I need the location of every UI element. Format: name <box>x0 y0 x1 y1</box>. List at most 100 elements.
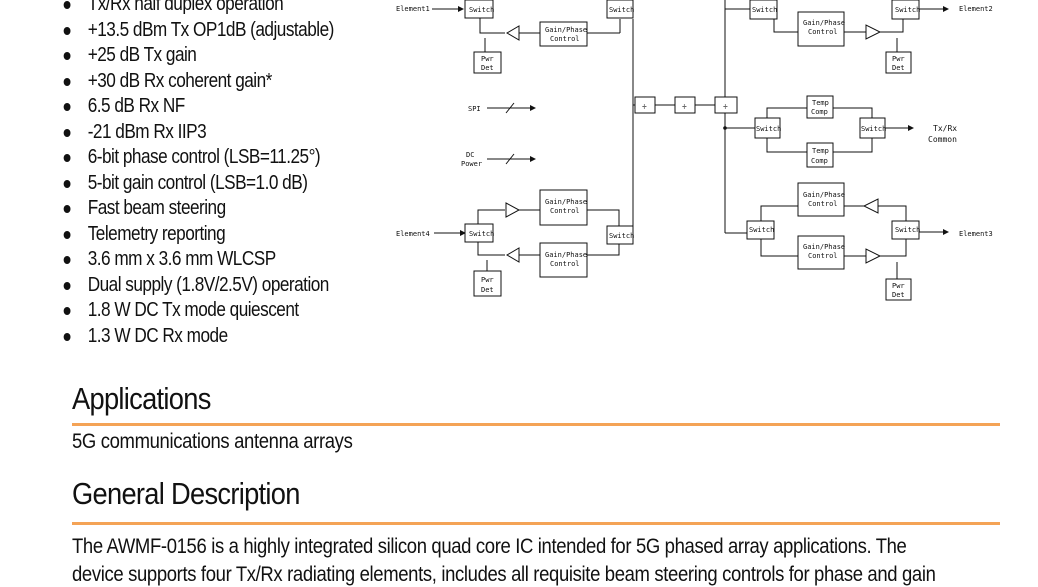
divider-icon: ÷ <box>723 102 728 111</box>
feature-item: 6.5 dB Rx NF <box>0 94 334 120</box>
junction-dot <box>723 126 727 130</box>
label-switch: Switch <box>609 6 634 14</box>
feature-text: -21 dBm Rx IIP3 <box>87 120 207 143</box>
label-control: Control <box>808 28 838 36</box>
label-pwr: Pwr <box>481 55 494 63</box>
bullet-icon <box>63 179 71 188</box>
feature-item: Dual supply (1.8V/2.5V) operation <box>0 273 334 299</box>
feature-text: +13.5 dBm Tx OP1dB (adjustable) <box>87 18 335 41</box>
label-control: Control <box>550 260 580 268</box>
feature-text: +25 dB Tx gain <box>87 44 197 66</box>
label-switch: Switch <box>895 6 920 14</box>
label-gain-phase: Gain/Phase <box>545 198 587 206</box>
label-det: Det <box>892 291 905 299</box>
rx-amplifier-icon-4 <box>506 247 520 263</box>
feature-list: Tx/Rx half duplex operation +13.5 dBm Tx … <box>0 0 388 349</box>
tx-amplifier-icon-3 <box>865 248 882 264</box>
bullet-icon <box>63 205 71 213</box>
feature-text: 6-bit phase control (LSB=11.25°) <box>87 146 321 168</box>
label-power: Power <box>461 160 482 168</box>
label-dc: DC <box>466 151 474 159</box>
label-element3: Element3 <box>959 230 993 238</box>
label-pwr: Pwr <box>892 282 905 290</box>
bullet-icon <box>63 230 71 239</box>
label-switch: Switch <box>469 230 494 238</box>
label-det: Det <box>481 64 494 72</box>
feature-text: Telemetry reporting <box>87 222 226 245</box>
label-gain-phase: Gain/Phase <box>803 243 845 251</box>
label-comp: Comp <box>811 157 828 165</box>
label-switch: Switch <box>861 125 886 133</box>
diagram-labels: Element1 Element4 Element2 Element3 Swit… <box>396 5 993 299</box>
feature-item: Fast beam steering <box>0 196 334 222</box>
feature-item: 6-bit phase control (LSB=11.25°) <box>0 145 334 171</box>
label-det: Det <box>892 64 905 72</box>
feature-text: 3.6 mm x 3.6 mm WLCSP <box>87 248 276 270</box>
label-element1: Element1 <box>396 5 430 13</box>
amplifier-triangles <box>505 24 882 264</box>
bullet-icon <box>63 128 71 137</box>
label-switch: Switch <box>756 125 781 133</box>
feature-text: Fast beam steering <box>87 197 226 219</box>
bullet-icon <box>63 154 71 162</box>
label-control: Control <box>808 252 838 260</box>
bullet-icon <box>63 26 71 35</box>
label-temp: Temp <box>812 147 829 155</box>
rx-amplifier-icon-1 <box>506 25 520 41</box>
feature-item: 3.6 mm x 3.6 mm WLCSP <box>0 247 334 273</box>
label-switch: Switch <box>609 232 634 240</box>
feature-item: -21 dBm Rx IIP3 <box>0 120 334 146</box>
label-element4: Element4 <box>396 230 430 238</box>
applications-text: 5G communications antenna arrays <box>72 430 353 453</box>
label-gain-phase: Gain/Phase <box>545 26 587 34</box>
divider-icon: ÷ <box>642 102 647 111</box>
feature-text: Dual supply (1.8V/2.5V) operation <box>87 273 330 296</box>
diagram-blocks <box>464 0 920 301</box>
feature-item: +13.5 dBm Tx OP1dB (adjustable) <box>0 18 334 44</box>
label-control: Control <box>808 200 838 208</box>
applications-rule <box>72 423 1000 426</box>
label-comp: Comp <box>811 108 828 116</box>
general-description-rule <box>72 522 1000 525</box>
bullet-icon <box>63 77 71 86</box>
bullet-icon <box>63 281 71 290</box>
label-txrx: Tx/Rx <box>933 124 957 133</box>
label-switch: Switch <box>469 6 494 14</box>
tx-amplifier-icon-4 <box>505 202 521 218</box>
label-switch: Switch <box>752 6 777 14</box>
general-description-text: The AWMF-0156 is a highly integrated sil… <box>72 535 907 558</box>
tx-amplifier-icon-2 <box>865 24 882 40</box>
label-element2: Element2 <box>959 5 993 13</box>
label-control: Control <box>550 207 580 215</box>
label-gain-phase: Gain/Phase <box>545 251 587 259</box>
bullet-icon <box>63 332 71 341</box>
bullet-icon <box>63 256 71 264</box>
label-pwr: Pwr <box>892 55 905 63</box>
label-temp: Temp <box>812 99 829 107</box>
bullet-icon <box>63 1 71 9</box>
label-det: Det <box>481 286 494 294</box>
feature-text: 1.3 W DC Rx mode <box>87 324 228 347</box>
label-gain-phase: Gain/Phase <box>803 19 845 27</box>
label-control: Control <box>550 35 580 43</box>
feature-item: 5-bit gain control (LSB=1.0 dB) <box>0 171 334 197</box>
label-pwr: Pwr <box>481 276 494 284</box>
feature-text: 6.5 dB Rx NF <box>87 95 186 117</box>
feature-text: 5-bit gain control (LSB=1.0 dB) <box>87 171 308 194</box>
divider-icon: ÷ <box>682 102 687 111</box>
feature-text: Tx/Rx half duplex operation <box>87 0 284 15</box>
rx-amplifier-icon-3 <box>862 198 879 214</box>
feature-item: 1.8 W DC Tx mode quiescent <box>0 298 334 324</box>
feature-item: Telemetry reporting <box>0 222 334 248</box>
diagram-wires <box>432 0 949 279</box>
label-spi: SPI <box>468 105 481 113</box>
feature-item: 1.3 W DC Rx mode <box>0 324 334 350</box>
feature-text: 1.8 W DC Tx mode quiescent <box>87 299 299 321</box>
label-switch: Switch <box>895 226 920 234</box>
feature-text: +30 dB Rx coherent gain* <box>87 69 273 92</box>
bullet-icon <box>63 103 71 111</box>
applications-heading: Applications <box>72 381 211 416</box>
feature-item: +25 dB Tx gain <box>0 43 334 69</box>
feature-item: Tx/Rx half duplex operation <box>0 0 334 18</box>
